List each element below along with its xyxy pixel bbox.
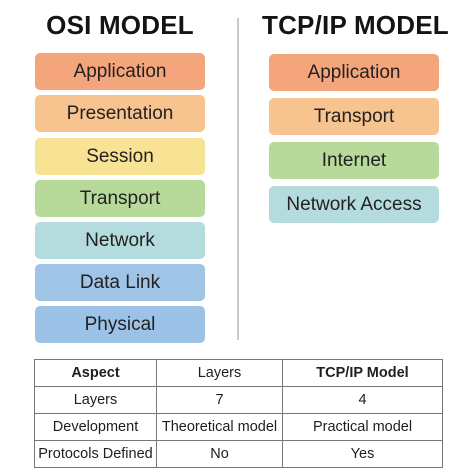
tcpip-model-title: TCP/IP MODEL [262,10,449,40]
table-cell: Practical model [282,413,443,441]
osi-layer-transport: Transport [35,180,205,217]
table-cell: Theoretical model [156,413,283,441]
table-header-row: Aspect Layers TCP/IP Model [34,359,443,387]
table-header-layers: Layers [156,359,283,387]
osi-model-title: OSI MODEL [46,10,194,40]
table-header-tcpip: TCP/IP Model [282,359,443,387]
osi-layer-physical: Physical [35,306,205,343]
table-cell: Development [34,413,157,441]
osi-layer-presentation: Presentation [35,95,205,132]
table-row: Protocols Defined No Yes [34,440,443,468]
tcpip-layer-transport: Transport [269,98,439,135]
tcpip-layer-internet: Internet [269,142,439,179]
table-row: Layers 7 4 [34,386,443,414]
osi-layer-application: Application [35,53,205,90]
osi-layer-network: Network [35,222,205,259]
table-cell: No [156,440,283,468]
table-cell: 4 [282,386,443,414]
tcpip-layer-network-access: Network Access [269,186,439,223]
tcpip-layer-application: Application [269,54,439,91]
osi-layer-data-link: Data Link [35,264,205,301]
osi-layer-session: Session [35,138,205,175]
table-cell: Yes [282,440,443,468]
table-cell: Protocols Defined [34,440,157,468]
table-cell: Layers [34,386,157,414]
table-header-aspect: Aspect [34,359,157,387]
table-row: Development Theoretical model Practical … [34,413,443,441]
table-cell: 7 [156,386,283,414]
column-divider [237,18,239,340]
comparison-table: Aspect Layers TCP/IP Model Layers 7 4 De… [34,359,443,468]
